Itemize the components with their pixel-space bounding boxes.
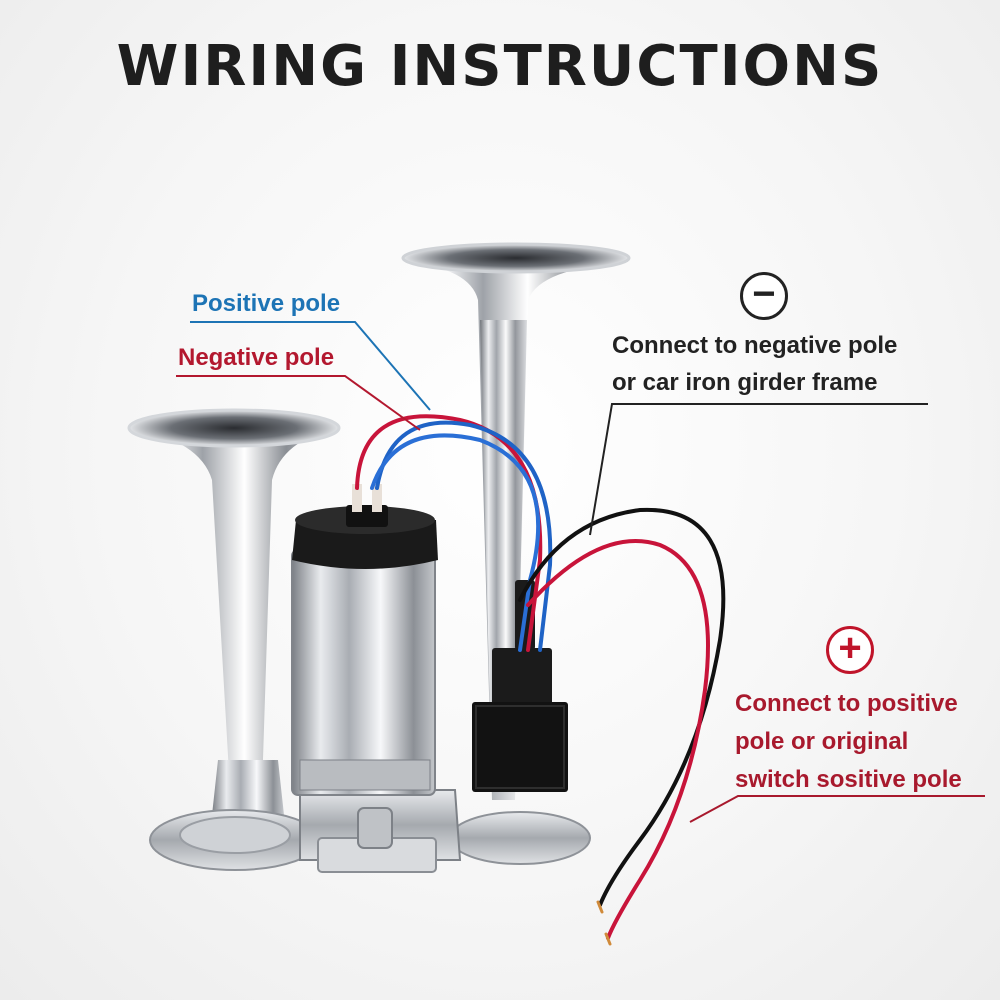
short-horn — [127, 408, 341, 815]
plus-circle-icon: + — [826, 626, 874, 674]
negative-connection-line-1: Connect to negative pole — [612, 332, 898, 359]
negative-connection-text: Connect to negative pole or car iron gir… — [612, 327, 897, 401]
positive-connection-text: Connect to positive pole or original swi… — [735, 685, 962, 799]
positive-pole-leader — [190, 321, 431, 411]
negative-connection-leader — [589, 403, 928, 536]
minus-circle-icon: − — [740, 272, 788, 320]
relay — [472, 580, 568, 792]
negative-pole-leader — [176, 375, 421, 431]
mounting-base — [149, 789, 591, 873]
negative-connection-line-2: or car iron girder frame — [612, 369, 878, 396]
plus-symbol: + — [838, 626, 862, 670]
page-title: WIRING INSTRUCTIONS — [116, 34, 884, 99]
compressor-motor — [291, 484, 438, 796]
relay-output-wires — [518, 507, 726, 946]
minus-symbol: − — [752, 272, 776, 316]
positive-connection-line-3: switch sositive pole — [735, 766, 962, 793]
positive-connection-leader — [689, 795, 985, 823]
positive-pole-label: Positive pole — [192, 290, 341, 317]
positive-connection-line-2: pole or original — [735, 728, 909, 755]
positive-connection-line-1: Connect to positive — [735, 690, 958, 717]
motor-wires — [355, 414, 553, 652]
negative-pole-label: Negative pole — [178, 344, 335, 371]
